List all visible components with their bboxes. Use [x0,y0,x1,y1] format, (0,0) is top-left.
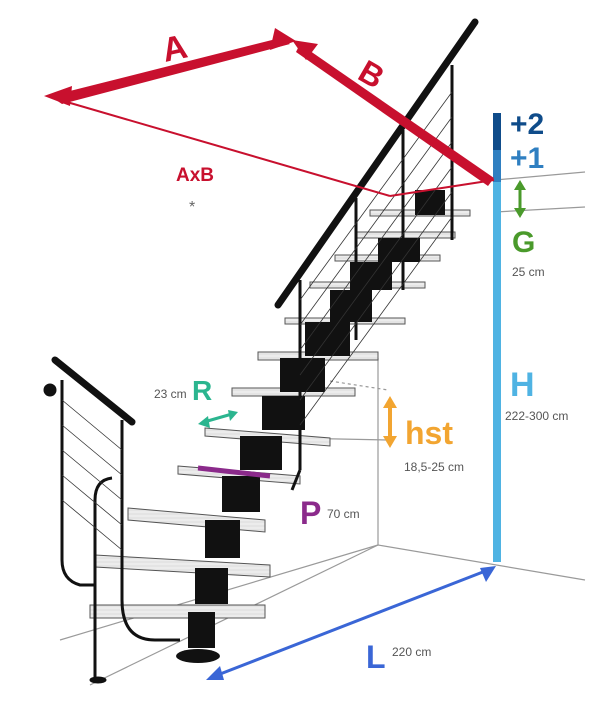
label-G-value: 25 cm [512,265,545,279]
label-hst: hst [405,415,453,451]
arrow-hst [383,396,397,448]
label-A: A [159,28,191,70]
label-asterisk: * [189,199,195,216]
label-plus2: +2 [510,108,544,141]
arrow-R [198,410,238,428]
label-R-value: 23 cm [154,387,187,401]
lower-railing [43,356,180,684]
stair-spine [176,190,445,663]
arrow-B [292,40,494,186]
arrow-G [514,180,526,218]
label-H: H [510,366,535,404]
label-plus1: +1 [510,142,544,175]
label-R: R [192,375,212,406]
arrow-L [206,566,496,680]
label-L-value: 220 cm [392,645,431,659]
label-H-value: 222-300 cm [505,409,568,423]
label-AxB: AxB [176,165,214,186]
label-hst-value: 18,5-25 cm [404,460,464,474]
height-bar [493,113,501,562]
label-P: P [300,495,321,531]
label-G: G [512,226,535,259]
label-P-value: 70 cm [327,507,360,521]
arrow-AxB [59,99,495,197]
label-L: L [366,639,386,675]
tread-highlight-P [197,465,271,479]
